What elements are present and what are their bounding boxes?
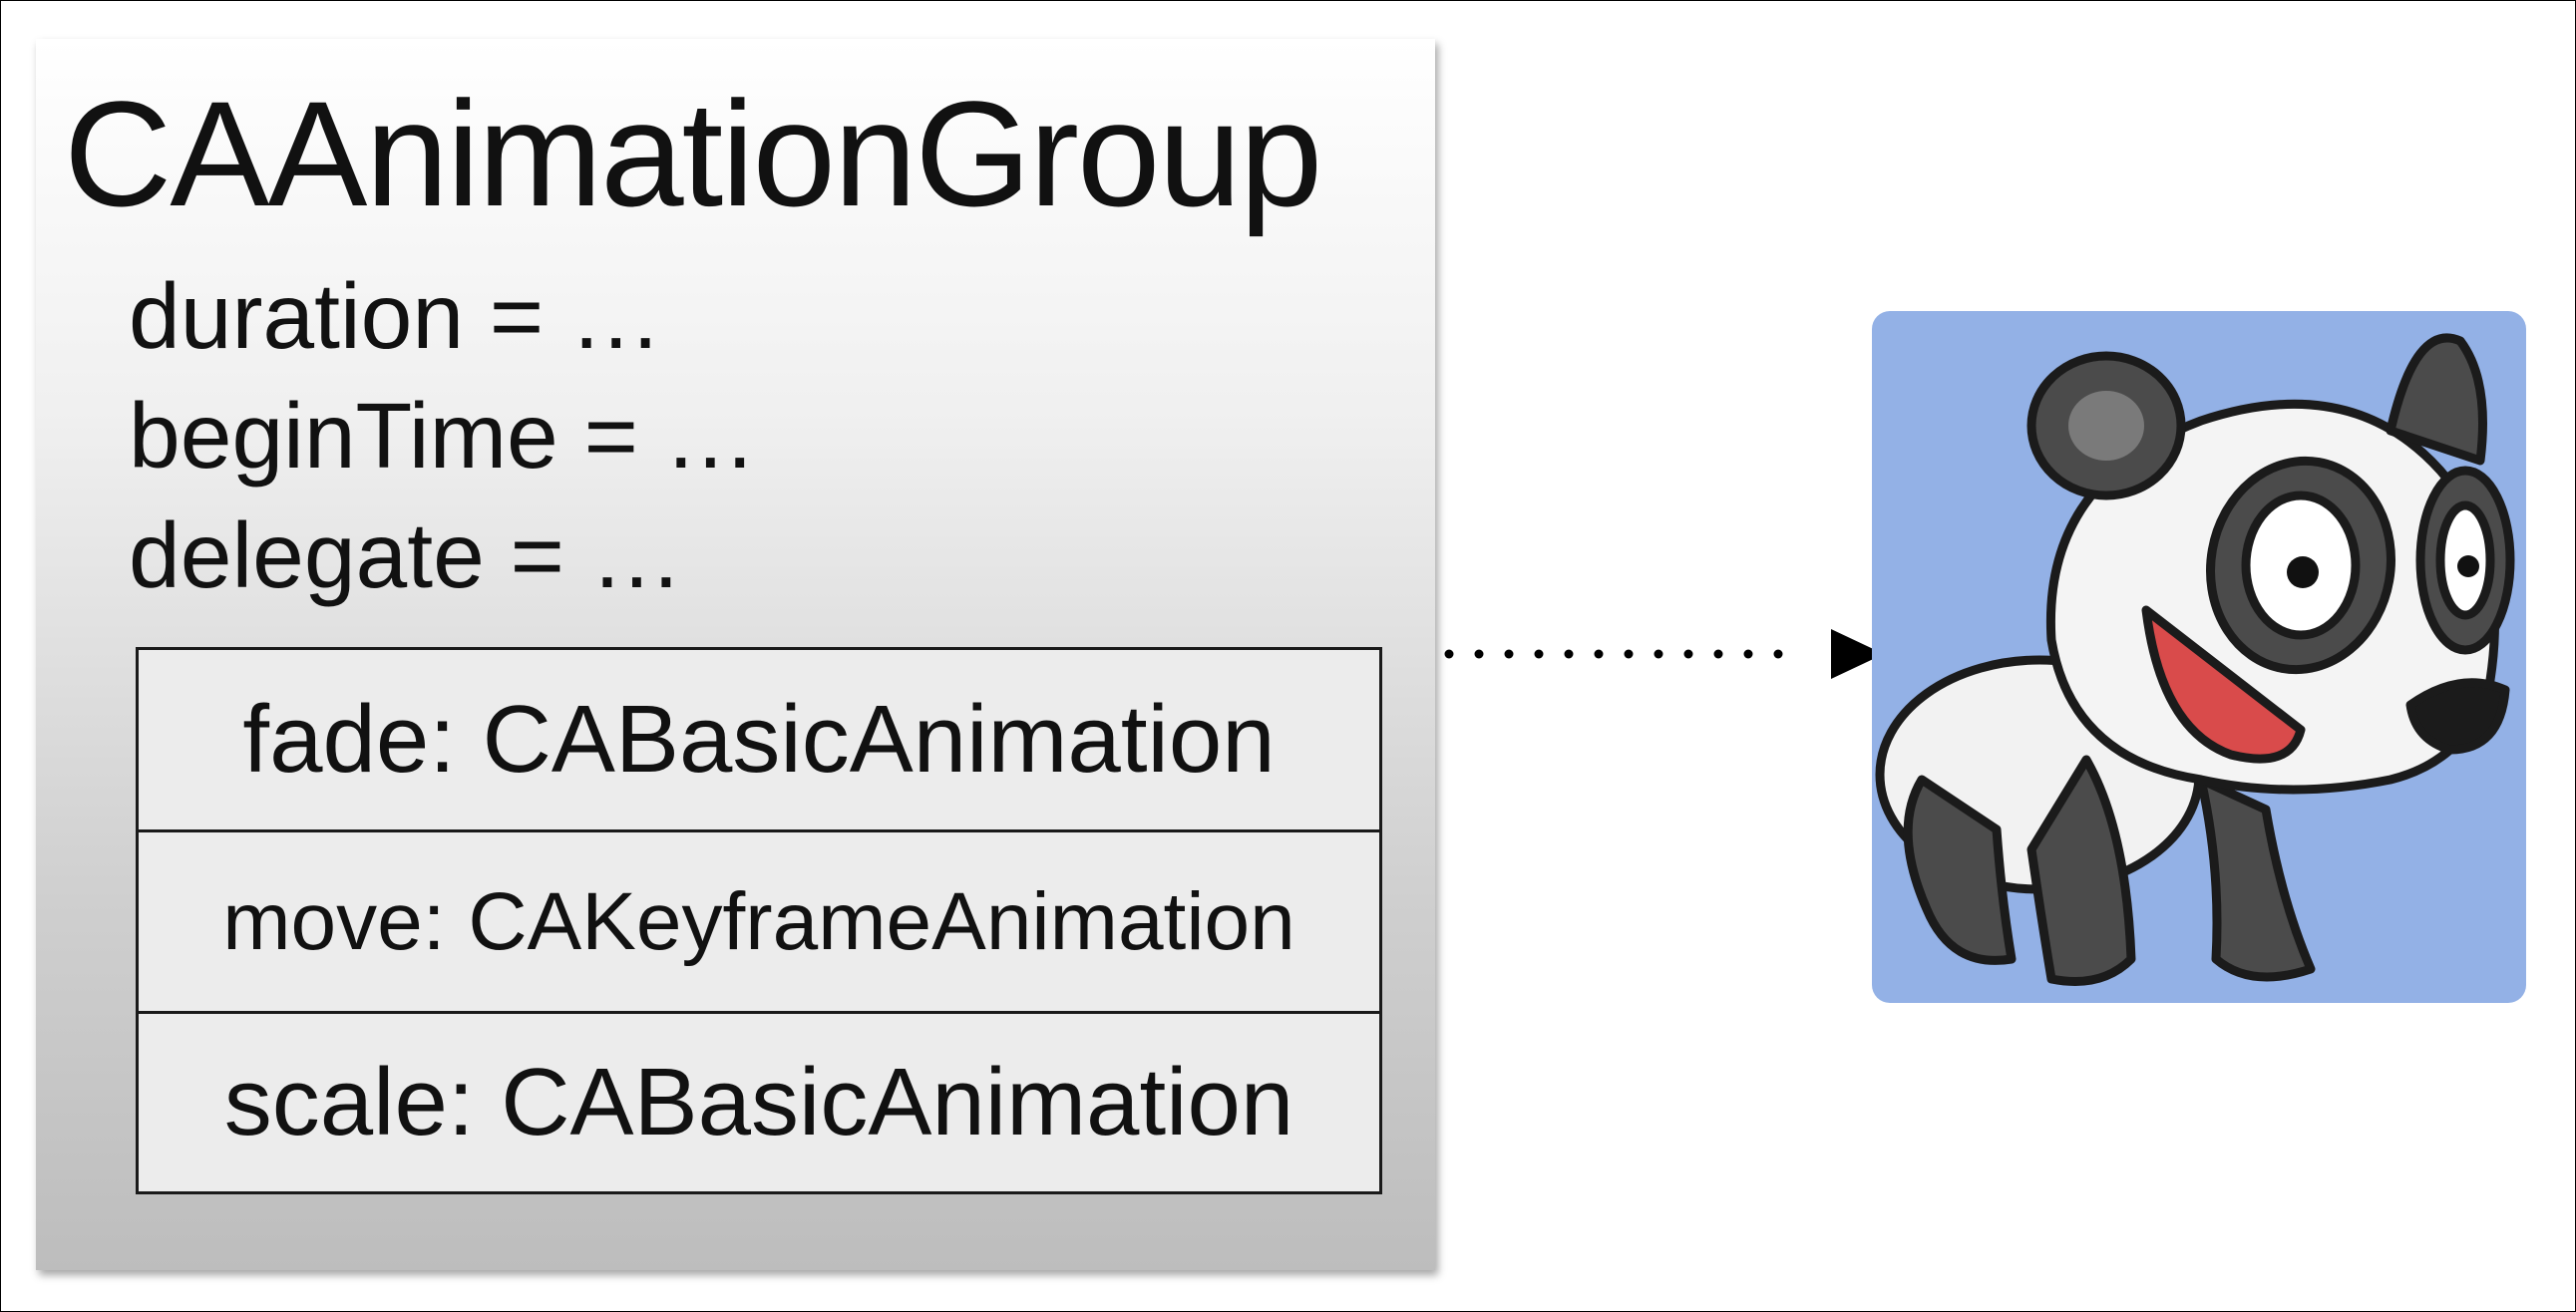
group-title: CAAnimationGroup <box>64 70 1322 237</box>
arrow-dots <box>1444 649 1783 659</box>
panda-icon <box>1872 311 2526 1003</box>
property-delegate: delegate = … <box>129 503 683 607</box>
property-begin-time: beginTime = … <box>129 384 757 488</box>
animation-row-fade: fade: CABasicAnimation <box>242 686 1276 793</box>
arrow-head-icon <box>1831 629 1884 679</box>
property-duration: duration = … <box>129 264 663 368</box>
dotted-arrow-connector <box>1444 629 1884 679</box>
animation-row-move: move: CAKeyframeAnimation <box>139 829 1379 1011</box>
animation-row-scale: scale: CABasicAnimation <box>139 1011 1379 1191</box>
animation-group-box: CAAnimationGroup duration = … beginTime … <box>36 39 1435 1270</box>
panda-sprite <box>1872 311 2526 1003</box>
animations-table: fade: CABasicAnimation move: CAKeyframeA… <box>136 647 1382 1194</box>
